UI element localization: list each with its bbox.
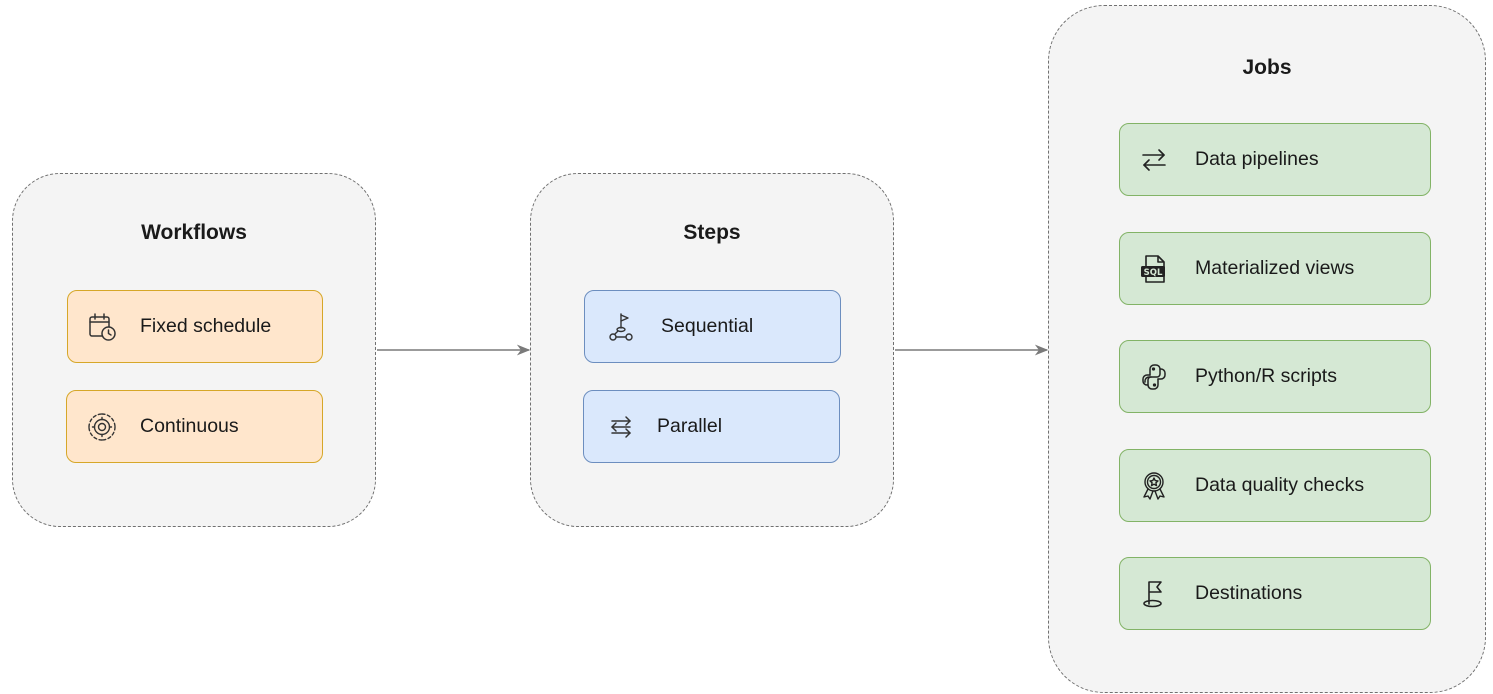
- sql-file-icon: SQL: [1138, 253, 1170, 285]
- destination-flag-icon: [1138, 578, 1170, 610]
- svg-text:SQL: SQL: [1144, 268, 1163, 278]
- jobs-title: Jobs: [1242, 56, 1292, 79]
- sequential-card[interactable]: Sequential: [584, 290, 841, 363]
- workflows-title: Workflows: [141, 221, 247, 244]
- jobs-group: Jobs Data pipelines SQL Materialized vie…: [1048, 5, 1486, 693]
- fixed-schedule-card[interactable]: Fixed schedule: [67, 290, 323, 363]
- swap-arrows-icon: [1138, 144, 1170, 176]
- continuous-card[interactable]: Continuous: [66, 390, 323, 463]
- python-icon: [1138, 361, 1170, 393]
- data-quality-checks-card[interactable]: Data quality checks: [1119, 449, 1431, 522]
- workflows-group: Workflows Fixed schedule: [12, 173, 376, 527]
- parallel-arrows-icon: [605, 411, 637, 443]
- materialized-views-card[interactable]: SQL Materialized views: [1119, 232, 1431, 305]
- python-r-scripts-label: Python/R scripts: [1195, 365, 1337, 387]
- data-pipelines-card[interactable]: Data pipelines: [1119, 123, 1431, 196]
- fixed-schedule-label: Fixed schedule: [140, 315, 272, 337]
- sequential-label: Sequential: [661, 315, 754, 337]
- parallel-card[interactable]: Parallel: [583, 390, 840, 463]
- award-badge-icon: [1138, 470, 1170, 502]
- data-pipelines-label: Data pipelines: [1195, 148, 1319, 170]
- calendar-clock-icon: [86, 311, 118, 343]
- flag-path-icon: [606, 311, 638, 343]
- data-quality-checks-label: Data quality checks: [1195, 474, 1365, 496]
- materialized-views-label: Materialized views: [1195, 257, 1355, 279]
- continuous-label: Continuous: [140, 415, 239, 437]
- parallel-label: Parallel: [657, 415, 723, 437]
- steps-title: Steps: [683, 221, 741, 244]
- destinations-label: Destinations: [1195, 582, 1303, 604]
- python-r-scripts-card[interactable]: Python/R scripts: [1119, 340, 1431, 413]
- steps-group: Steps Sequential: [530, 173, 894, 527]
- destinations-card[interactable]: Destinations: [1119, 557, 1431, 630]
- continuous-gear-icon: [86, 411, 118, 443]
